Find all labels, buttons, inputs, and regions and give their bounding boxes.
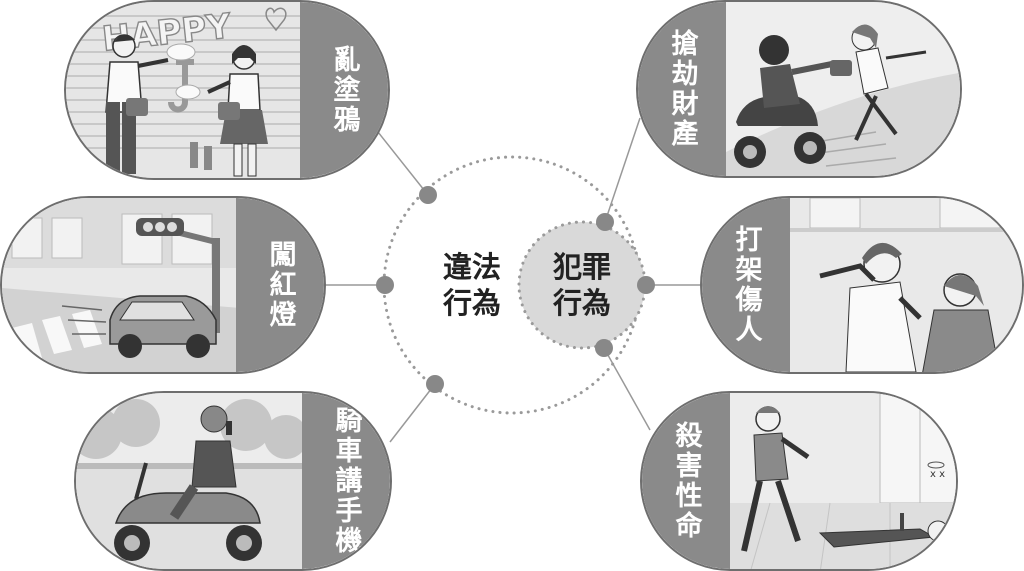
svg-text:x x: x x: [930, 469, 945, 480]
crime-acts-circle: [519, 222, 645, 348]
crime-acts-label: 犯罪 行為: [542, 249, 622, 321]
node-dot: [637, 276, 655, 294]
connector-homicide: [603, 347, 651, 431]
homicide-tab: 殺害性命: [642, 393, 730, 569]
illegal-acts-label-line2: 行為: [442, 286, 501, 320]
crime-acts-label-line1: 犯罪: [552, 250, 611, 284]
node-dot: [596, 213, 614, 231]
phone-riding-label: 騎車講手機: [330, 406, 362, 556]
node-dot: [419, 186, 437, 204]
card-robbery: 搶劫財產: [636, 0, 962, 178]
connector-graffiti: [377, 131, 429, 196]
phone-riding-illustration: [76, 393, 308, 569]
assault-illustration: [790, 198, 1022, 372]
card-homicide: 殺害性命 x x: [640, 391, 958, 571]
connector-robbery: [604, 117, 641, 223]
homicide-label: 殺害性命: [670, 421, 702, 541]
red-light-label: 闖紅燈: [264, 240, 296, 330]
red-light-illustration: [2, 198, 240, 372]
homicide-illustration: x x: [730, 393, 956, 569]
robbery-illustration: [726, 2, 960, 176]
robbery-label: 搶劫財產: [666, 29, 698, 149]
graffiti-label: 亂塗鴉: [328, 45, 360, 135]
illegal-acts-label: 違法 行為: [432, 249, 512, 321]
node-dot: [595, 339, 613, 357]
node-dot: [376, 276, 394, 294]
card-graffiti: HAPPY: [64, 0, 390, 180]
card-assault: 打架傷人: [700, 196, 1024, 374]
card-red-light: 闖紅燈: [0, 196, 326, 374]
card-phone-riding: 騎車講手機: [74, 391, 392, 571]
assault-label: 打架傷人: [730, 225, 762, 345]
graffiti-illustration: HAPPY: [66, 2, 304, 178]
connector-phone: [389, 383, 436, 443]
illegal-acts-label-line1: 違法: [442, 250, 501, 284]
node-dot: [426, 375, 444, 393]
crime-acts-label-line2: 行為: [552, 286, 611, 320]
